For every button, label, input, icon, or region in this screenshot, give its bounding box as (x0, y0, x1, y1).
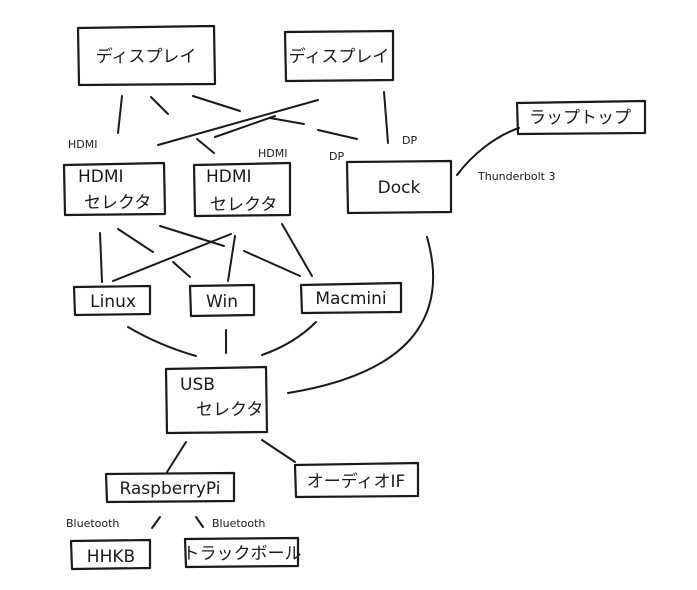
raspberry-pi-label: RaspberryPi (119, 479, 220, 499)
edge-usb-to-raspberrypi (166, 441, 187, 473)
hdmi-selector-box-1 (62, 161, 167, 217)
trackball-label: トラックボール (183, 544, 302, 564)
laptop-box (515, 99, 647, 136)
display-box-1 (76, 24, 217, 87)
edge-label-thunderbolt: Thunderbolt 3 (477, 170, 555, 183)
usb-selector-box (164, 365, 269, 435)
hdmi-selector-2-line2: セレクタ (210, 195, 277, 215)
edge-dock-to-usb (287, 236, 435, 394)
laptop-node: ラップトップ (515, 99, 647, 136)
edge-display1-to-selector1 (117, 95, 123, 134)
audio-if-node: オーディオIF (293, 461, 420, 499)
audio-if-label: オーディオIF (307, 471, 406, 492)
connections (99, 91, 520, 529)
hdmi-selector-1-line2: セレクタ (84, 193, 151, 213)
edge-display2-to-dock (383, 91, 389, 144)
linux-label: Linux (90, 292, 136, 312)
edge-selector1-to-macmini (159, 225, 225, 247)
edge-display2-to-selector2 (214, 115, 276, 138)
dock-label: Dock (378, 178, 421, 198)
hdmi-selector-2-line1: HDMI (206, 167, 252, 187)
dock-box (345, 159, 453, 215)
hdmi-selector-node-2: HDMI セレクタ (192, 161, 292, 218)
trackball-box (183, 536, 300, 569)
edge-display1-selector2-lower (196, 138, 215, 154)
edge-display2-to-selector1 (157, 99, 319, 146)
macmini-label: Macmini (315, 289, 386, 309)
edge-label-dp-1: DP (329, 150, 344, 163)
linux-node: Linux (72, 284, 152, 317)
edge-selector1-to-macmini-b (172, 261, 191, 278)
hhkb-box (69, 538, 152, 571)
display-box-2 (283, 29, 395, 83)
edge-selector2-to-win (227, 235, 236, 282)
macmini-node: Macmini (299, 281, 403, 315)
edge-display1-to-dock (192, 95, 241, 112)
edge-linux-to-usb (127, 326, 197, 357)
edge-label-bluetooth-2: Bluetooth (212, 517, 265, 530)
edge-dock-dp-segment (317, 129, 358, 140)
edge-macmini-to-usb (261, 321, 317, 356)
trackball-node: トラックボール (183, 536, 302, 569)
laptop-label: ラップトップ (529, 108, 631, 128)
edge-laptop-to-dock (456, 127, 520, 176)
hdmi-selector-box-2 (192, 161, 292, 218)
raspberry-pi-box (104, 471, 236, 504)
macmini-box (299, 281, 403, 315)
edge-raspberrypi-to-hhkb (151, 516, 161, 529)
hdmi-selector-node-1: HDMI セレクタ (62, 161, 167, 217)
edge-selector2-to-linux (112, 233, 232, 282)
edge-raspberrypi-to-trackball (195, 516, 204, 528)
edge-label-bluetooth-1: Bluetooth (66, 517, 119, 530)
edge-selector2-to-macmini-b (243, 250, 301, 277)
display-node-2: ディスプレイ (283, 29, 395, 83)
edge-label-hdmi-2: HDMI (258, 147, 287, 160)
usb-selector-node: USB セレクタ (164, 365, 269, 435)
win-box (188, 283, 256, 318)
edge-display1-to-selector2 (150, 96, 169, 115)
display-node-1: ディスプレイ (76, 24, 217, 87)
edge-selector1-to-linux (99, 232, 103, 283)
display-label-1: ディスプレイ (96, 46, 197, 67)
hhkb-label: HHKB (87, 547, 135, 567)
edge-selector2-to-macmini (281, 223, 313, 277)
display-label-2: ディスプレイ (289, 46, 390, 67)
edge-label-hdmi-1: HDMI (68, 138, 97, 151)
usb-selector-line2: セレクタ (196, 400, 263, 420)
hhkb-node: HHKB (69, 538, 152, 571)
win-node: Win (188, 283, 256, 318)
audio-if-box (293, 461, 420, 499)
win-label: Win (206, 292, 238, 312)
edge-display1-dock-lower (269, 117, 305, 125)
dock-node: Dock (345, 159, 453, 215)
raspberry-pi-node: RaspberryPi (104, 471, 236, 504)
edge-usb-to-audioif (261, 439, 296, 463)
edge-label-dp-2: DP (402, 134, 417, 147)
edge-selector1-to-win (117, 228, 154, 253)
usb-selector-line1: USB (180, 375, 215, 395)
hdmi-selector-1-line1: HDMI (78, 167, 124, 187)
linux-box (72, 284, 152, 317)
